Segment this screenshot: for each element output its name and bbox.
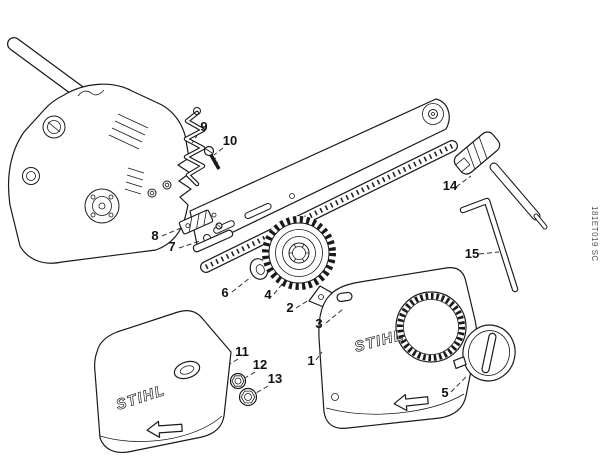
leader-4 <box>273 282 284 295</box>
tensioner-pad <box>178 209 214 235</box>
combination-wrench <box>453 131 548 230</box>
oiler-hole <box>211 212 217 218</box>
hex-nut <box>229 372 247 390</box>
callout-3: 3 <box>315 316 322 331</box>
cover-slot <box>336 291 353 303</box>
callout-4: 4 <box>264 287 272 302</box>
direction-arrow-shroud <box>146 420 183 438</box>
cover-opening <box>395 291 467 363</box>
callout-7: 7 <box>168 239 175 254</box>
model-script-mark <box>77 89 105 97</box>
leader-6 <box>231 276 252 293</box>
cover-cap <box>453 324 516 382</box>
leader-15 <box>478 251 500 255</box>
cylinder-fins <box>108 113 149 150</box>
leader-2 <box>295 299 310 309</box>
leader-10 <box>213 147 224 156</box>
washer <box>249 258 269 280</box>
direction-arrow-cover <box>393 393 429 412</box>
callout-labels: 1 2 3 4 5 6 7 8 9 10 11 12 13 14 15 <box>151 119 479 400</box>
fuel-cap <box>42 115 66 139</box>
callout-14: 14 <box>443 178 458 193</box>
callout-5: 5 <box>441 385 448 400</box>
leader-12 <box>244 371 256 379</box>
leader-11 <box>229 358 239 365</box>
hex-key <box>459 197 519 293</box>
rim-sprocket <box>262 216 336 290</box>
callout-15: 15 <box>465 246 479 261</box>
leader-3 <box>325 308 344 324</box>
callout-11: 11 <box>235 344 249 359</box>
leader-lines <box>161 133 500 394</box>
leader-1 <box>315 351 323 361</box>
leader-7 <box>178 240 201 249</box>
tension-screw <box>203 145 221 170</box>
wrench-socket <box>453 131 501 175</box>
bar-adjust-slot <box>213 220 235 234</box>
leader-13 <box>255 385 269 394</box>
shroud-cover: STIHL <box>94 310 232 454</box>
document-code: 181ET019 SC <box>590 206 599 262</box>
guide-plate <box>192 222 234 253</box>
powerhead-body <box>7 37 192 264</box>
vent-slits <box>124 167 145 195</box>
leader-14 <box>455 175 472 188</box>
leader-9 <box>191 133 199 144</box>
callout-8: 8 <box>151 228 158 243</box>
shroud-oval-boss <box>173 360 201 380</box>
bar-nose-sprocket <box>422 103 444 125</box>
callout-6: 6 <box>221 285 228 300</box>
cover-hole <box>331 393 339 401</box>
leader-8 <box>161 227 182 237</box>
front-handle <box>7 37 93 104</box>
callout-9: 9 <box>200 119 207 134</box>
tension-spring <box>183 107 206 187</box>
clutch-hub <box>84 188 120 224</box>
callout-2: 2 <box>286 300 293 315</box>
bar-studs <box>147 180 172 198</box>
bar-hole-small <box>289 193 295 199</box>
guide-bar <box>189 98 450 250</box>
oil-cap <box>22 167 40 185</box>
flange-nut <box>238 387 258 407</box>
callout-10: 10 <box>223 133 237 148</box>
leader-5 <box>450 375 468 393</box>
body-outline <box>7 83 192 264</box>
callout-12: 12 <box>253 357 267 372</box>
callout-1: 1 <box>307 353 314 368</box>
saw-chain <box>200 140 458 273</box>
callout-13: 13 <box>268 371 282 386</box>
sprocket-cover: STIHL <box>318 267 478 429</box>
